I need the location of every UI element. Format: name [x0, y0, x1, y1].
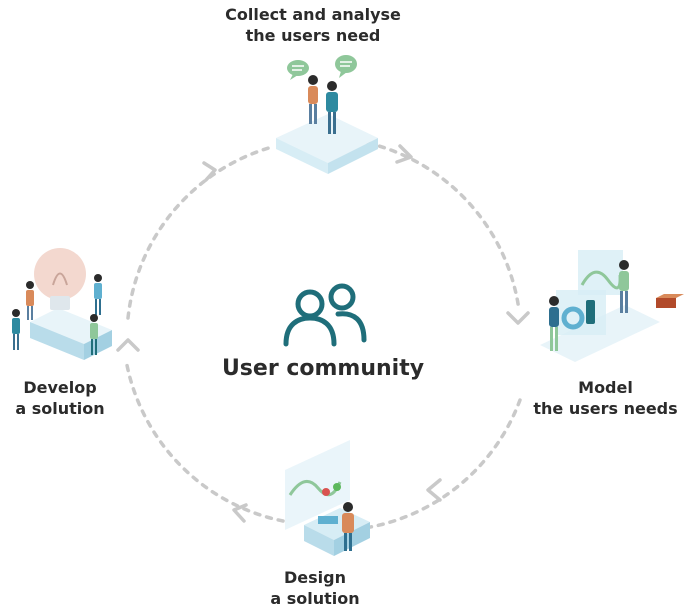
model-illustration: [540, 250, 684, 362]
cycle-arc-left-top: [126, 145, 274, 320]
cycle-arc-top-right: [366, 141, 521, 312]
step-label-design: Design a solution: [250, 567, 380, 609]
collect-illustration: [276, 55, 378, 174]
center-title: User community: [221, 356, 425, 381]
step-label-line: Develop: [23, 378, 97, 397]
arrow-head-bottom-left: [232, 503, 248, 523]
step-label-line: Model: [578, 378, 633, 397]
step-label-line: the users needs: [533, 399, 678, 418]
step-label-line: a solution: [270, 589, 360, 608]
step-label-model: Model the users needs: [525, 377, 686, 419]
cycle-arc-right-bottom: [363, 398, 522, 530]
arrow-head-top-right: [395, 144, 413, 164]
step-label-line: Collect and analyse: [225, 5, 401, 24]
step-label-line: the users need: [245, 26, 381, 45]
arrow-head-bottom-right: [426, 478, 442, 502]
step-label-line: Design: [284, 568, 346, 587]
user-community-icon: [283, 283, 367, 347]
step-label-develop: Develop a solution: [0, 377, 120, 419]
design-illustration: [285, 440, 370, 556]
cycle-arc-bottom-left: [124, 358, 285, 523]
arrow-head-top-left: [202, 161, 217, 182]
step-label-collect: Collect and analyse the users need: [213, 4, 413, 46]
arrow-head-left: [116, 338, 140, 352]
arrow-head-right: [506, 311, 530, 325]
develop-illustration: [12, 248, 112, 360]
step-label-line: a solution: [15, 399, 105, 418]
